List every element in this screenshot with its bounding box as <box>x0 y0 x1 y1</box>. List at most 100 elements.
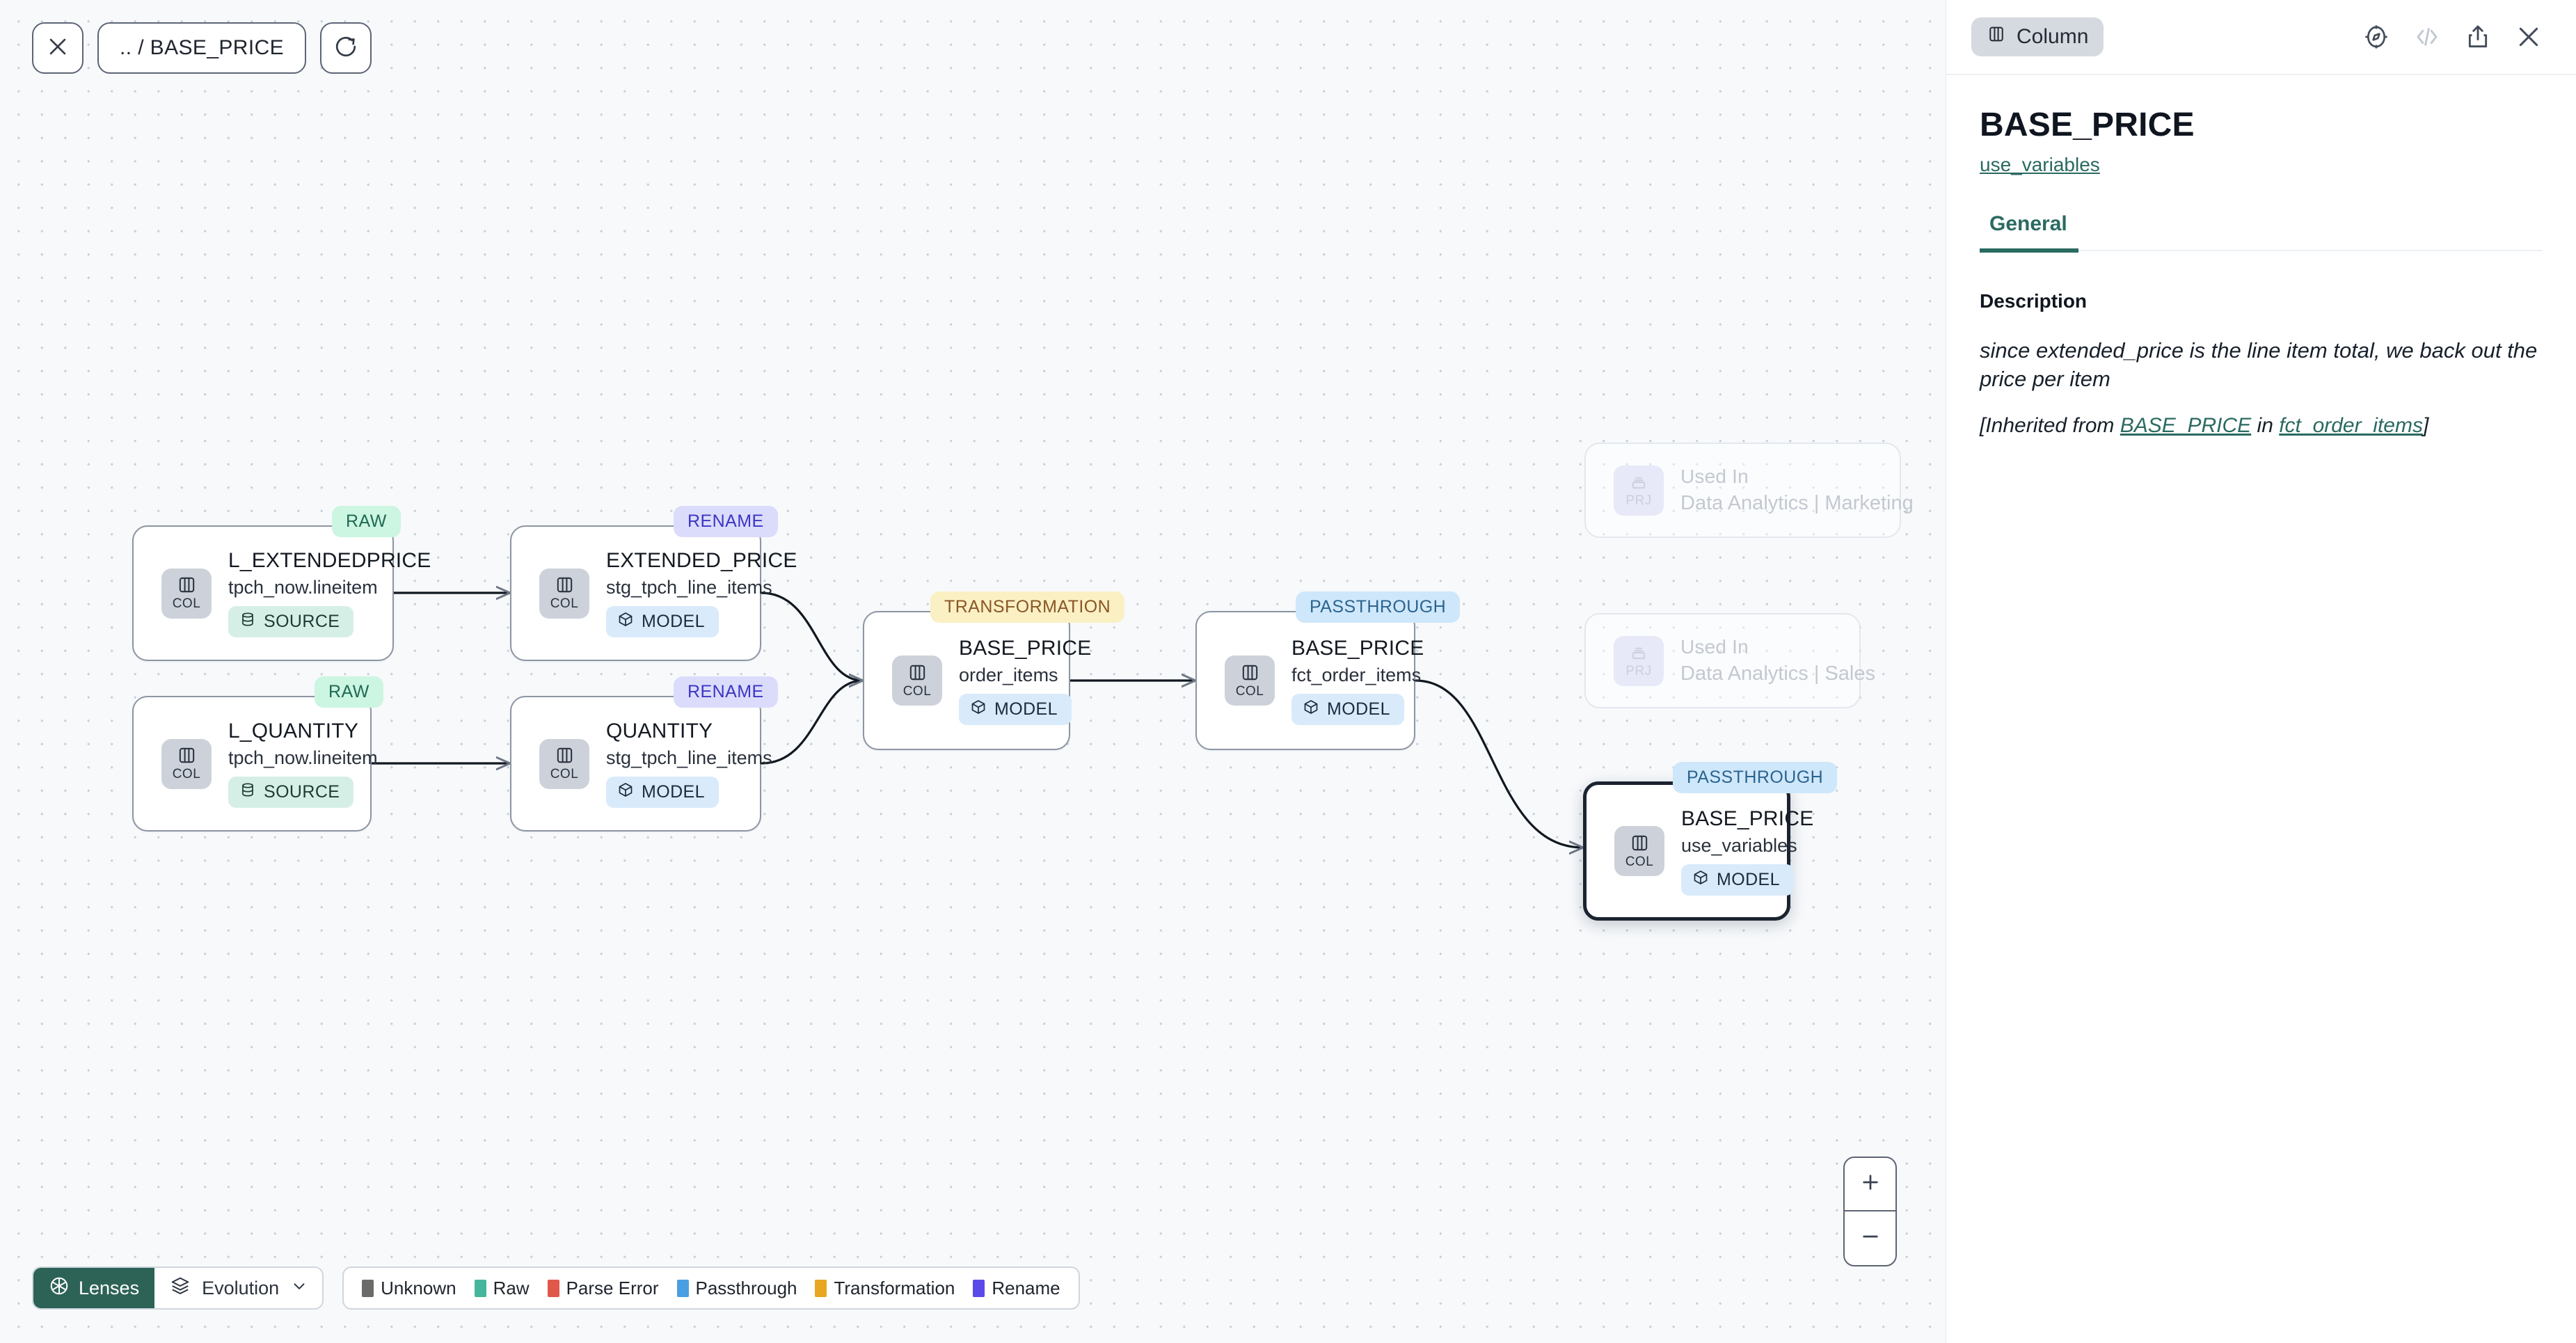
legend-item: Transformation <box>815 1278 955 1299</box>
node-tag-model: MODEL <box>606 777 719 808</box>
node-tag-label: MODEL <box>1717 869 1780 889</box>
database-icon <box>239 781 256 803</box>
legend-item: Rename <box>973 1278 1060 1299</box>
legend-swatch-passthrough <box>676 1279 689 1297</box>
column-glyph <box>1240 662 1260 683</box>
legend-swatch-parse-error <box>547 1279 559 1297</box>
node-kind-label: COL <box>1235 683 1264 699</box>
node-tag-model: MODEL <box>1291 693 1404 725</box>
node-kind-label: COL <box>172 596 201 611</box>
legend-item: Unknown <box>362 1278 456 1299</box>
node-badge-rename: RENAME <box>674 676 778 708</box>
node-tag-model: MODEL <box>959 693 1072 725</box>
close-icon <box>46 35 70 62</box>
node-title: BASE_PRICE <box>1681 806 1814 830</box>
node-title: L_QUANTITY <box>228 720 359 742</box>
node-subtitle: Data Analytics | Marketing <box>1680 492 1914 514</box>
edge-fct-to-usevariables <box>1415 679 1583 848</box>
node-tag-source: SOURCE <box>228 606 354 637</box>
node-extended-price[interactable]: COL EXTENDED_PRICE stg_tpch_line_items M… <box>510 525 797 661</box>
node-tag-label: SOURCE <box>264 782 340 802</box>
node-kind-label: COL <box>550 767 579 781</box>
evolution-label: Evolution <box>202 1277 280 1298</box>
page-title: BASE_PRICE <box>1980 106 2195 143</box>
column-icon: COL <box>539 568 589 619</box>
inherited-column-link[interactable]: BASE_PRICE <box>2120 414 2252 438</box>
column-icon: COL <box>1614 826 1664 876</box>
node-subtitle: fct_order_items <box>1291 664 1422 685</box>
node-subtitle: Data Analytics | Sales <box>1680 662 1875 685</box>
node-tag-label: MODEL <box>642 612 705 631</box>
node-title: BASE_PRICE <box>959 636 1092 660</box>
node-base-price-use-variables[interactable]: COL BASE_PRICE use_variables MODEL <box>1583 781 1813 921</box>
code-icon[interactable] <box>2413 23 2441 51</box>
node-base-price-fct-order-items[interactable]: COL BASE_PRICE fct_order_items MODEL <box>1195 611 1424 750</box>
parent-model-link[interactable]: use_variables <box>1980 154 2100 175</box>
node-tag-model: MODEL <box>1681 864 1794 896</box>
node-tag-label: SOURCE <box>264 612 340 631</box>
node-tag-label: MODEL <box>1327 699 1390 719</box>
node-tag-model: MODEL <box>606 606 719 637</box>
legend-label: Raw <box>493 1277 530 1298</box>
tab-general[interactable]: General <box>1980 212 2078 253</box>
column-icon: COL <box>161 568 212 619</box>
share-icon[interactable] <box>2464 23 2492 51</box>
details-panel: Column BASE_PRICE use_variables <box>1946 0 2576 1343</box>
canvas-bottom-bar: Lenses Evolution Unknown <box>32 1266 1080 1310</box>
node-body: BASE_PRICE use_variables MODEL <box>1664 807 1813 896</box>
chevron-down-icon <box>290 1277 308 1300</box>
node-badge-passthrough: PASSTHROUGH <box>1673 762 1838 793</box>
legend-swatch-unknown <box>362 1279 374 1297</box>
node-subtitle: order_items <box>959 664 1058 685</box>
node-body: BASE_PRICE fct_order_items MODEL <box>1275 637 1424 725</box>
close-lineage-button[interactable] <box>32 22 84 74</box>
refresh-icon <box>333 34 358 63</box>
node-subtitle: use_variables <box>1681 834 1797 856</box>
legend-swatch-raw <box>474 1279 486 1297</box>
lineage-canvas[interactable]: .. / BASE_PRICE COL L_EXTENDEDPRICE t <box>0 0 1946 1343</box>
panel-header: Column <box>1946 0 2576 75</box>
cube-icon <box>617 611 634 633</box>
zoom-in-button[interactable] <box>1845 1158 1895 1211</box>
description-label: Description <box>1980 290 2088 312</box>
legend-item: Passthrough <box>676 1277 797 1299</box>
node-tag-label: MODEL <box>642 782 705 802</box>
cube-icon <box>970 699 987 720</box>
zoom-out-button[interactable] <box>1845 1211 1895 1265</box>
parent-model-link-wrap: use_variables <box>1946 144 2576 176</box>
node-kind-label: PRJ <box>1625 493 1652 508</box>
node-kind-label: COL <box>550 596 579 611</box>
node-used-in-sales[interactable]: PRJ Used In Data Analytics | Sales <box>1584 613 1875 708</box>
entity-type-chip[interactable]: Column <box>1971 17 2104 56</box>
refresh-button[interactable] <box>320 22 372 74</box>
node-quantity[interactable]: COL QUANTITY stg_tpch_line_items MODEL <box>510 696 772 832</box>
evolution-dropdown[interactable]: Evolution <box>154 1268 323 1308</box>
node-kind-label: COL <box>172 767 201 781</box>
node-used-in-marketing[interactable]: PRJ Used In Data Analytics | Marketing <box>1584 443 1914 538</box>
database-icon <box>239 611 256 633</box>
node-kind-label: PRJ <box>1625 663 1652 678</box>
panel-tabs: General <box>1980 212 2543 253</box>
column-glyph <box>177 745 197 765</box>
node-l-extendedprice[interactable]: COL L_EXTENDEDPRICE tpch_now.lineitem SO… <box>132 525 431 661</box>
lens-control-group: Lenses Evolution <box>32 1266 324 1310</box>
lenses-label: Lenses <box>79 1277 140 1298</box>
cube-icon <box>1692 869 1709 891</box>
node-body: Used In Data Analytics | Marketing <box>1664 466 1914 515</box>
node-title: Used In <box>1680 466 1749 487</box>
node-body: BASE_PRICE order_items MODEL <box>942 637 1091 725</box>
legend-label: Passthrough <box>695 1277 797 1298</box>
inherited-model-link[interactable]: fct_order_items <box>2279 414 2423 438</box>
breadcrumb-button[interactable]: .. / BASE_PRICE <box>97 22 307 74</box>
project-glyph <box>1629 643 1648 662</box>
inherited-prefix: [Inherited from <box>1980 414 2120 438</box>
close-icon[interactable] <box>2515 23 2543 51</box>
node-base-price-order-items[interactable]: COL BASE_PRICE order_items MODEL <box>863 611 1091 750</box>
zoom-controls <box>1843 1157 1897 1266</box>
node-l-quantity[interactable]: COL L_QUANTITY tpch_now.lineitem SOURCE <box>132 696 378 832</box>
project-icon: PRJ <box>1614 465 1664 516</box>
compass-icon[interactable] <box>2362 23 2390 51</box>
lenses-button[interactable]: Lenses <box>33 1268 155 1308</box>
minus-icon <box>1859 1225 1882 1251</box>
node-body: QUANTITY stg_tpch_line_items MODEL <box>589 720 772 808</box>
